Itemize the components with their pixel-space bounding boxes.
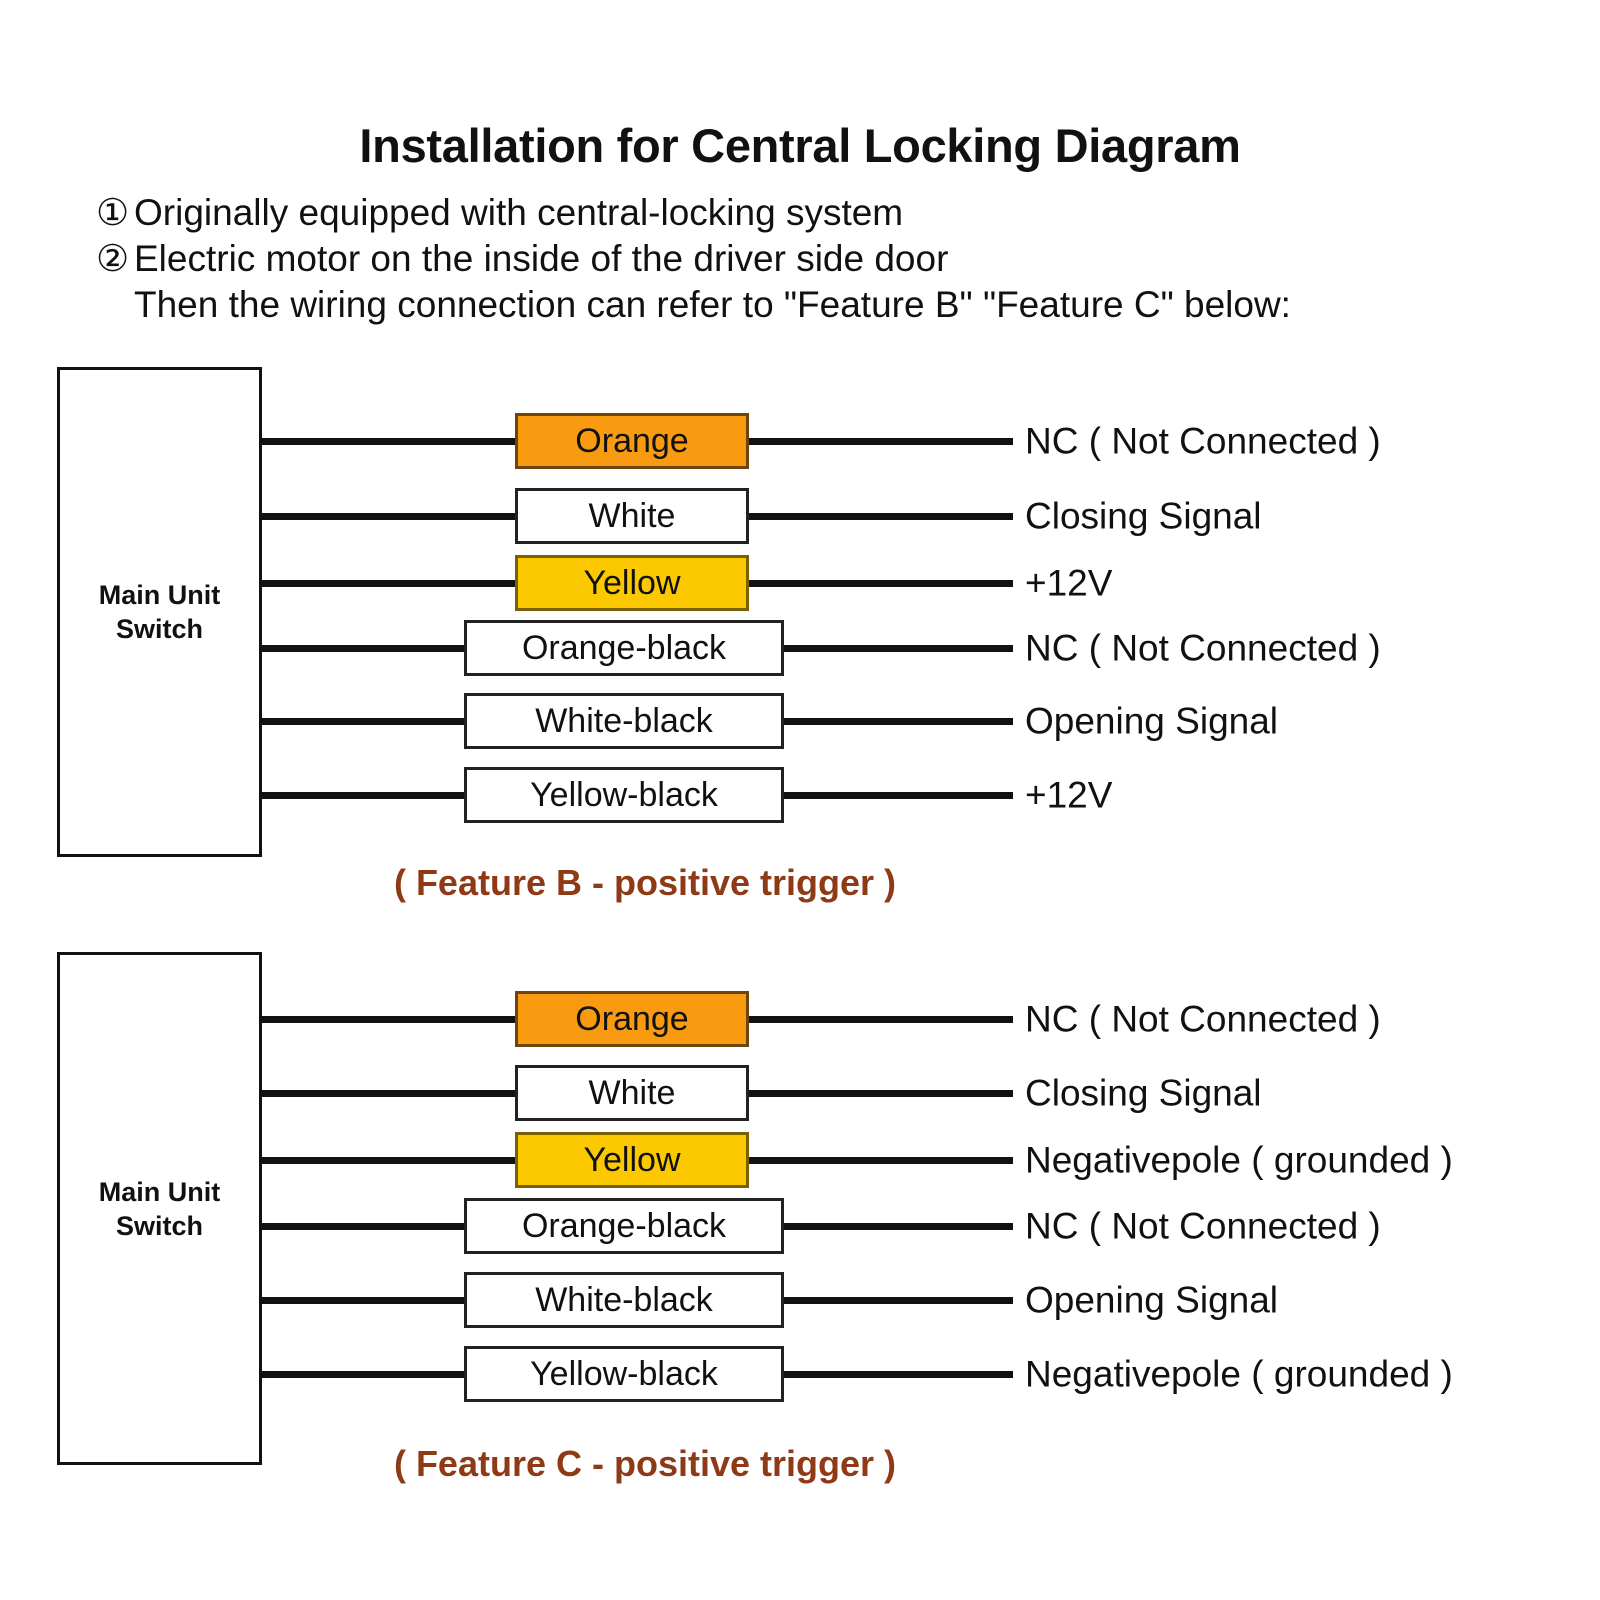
main-unit-switch-box: Main Unit Switch: [57, 952, 262, 1465]
wire-line: [262, 718, 1013, 725]
page-title: Installation for Central Locking Diagram: [359, 119, 1241, 172]
wire-label-chip: White-black: [464, 693, 784, 749]
wire-function-label: NC ( Not Connected ): [1025, 998, 1381, 1040]
wire-label-text: Yellow: [583, 1141, 681, 1179]
intro-text-3: Then the wiring connection can refer to …: [134, 284, 1291, 325]
wire-line: [262, 1223, 1013, 1230]
block-caption: ( Feature B - positive trigger ): [393, 862, 897, 903]
block-caption: ( Feature C - positive trigger ): [393, 1443, 897, 1484]
wire-function-label: NC ( Not Connected ): [1025, 627, 1381, 669]
wire-line: [262, 1090, 1013, 1097]
main-unit-switch-label: Main Unit Switch: [98, 1176, 221, 1241]
wire-function-label: +12V: [1025, 774, 1113, 816]
wire-label-chip: White: [515, 488, 749, 544]
main-unit-switch-label: Main Unit Switch: [98, 580, 221, 644]
intro-line-3: Then the wiring connection can refer to …: [96, 282, 1546, 328]
wire-line: [262, 438, 1013, 445]
wire-function-label: NC ( Not Connected ): [1025, 1205, 1381, 1247]
wire-line: [262, 792, 1013, 799]
wire-function-label: +12V: [1025, 562, 1113, 604]
wire-function-label: Opening Signal: [1025, 700, 1279, 742]
wire-label-text: Orange-black: [521, 1207, 727, 1245]
wire-label-chip: Orange: [515, 991, 749, 1047]
wire-label-chip: Orange-black: [464, 1198, 784, 1254]
wire-line: [262, 580, 1013, 587]
wire-label-text: Orange: [575, 422, 689, 460]
intro-text-2: Electric motor on the inside of the driv…: [134, 238, 949, 279]
wire-label-text: Yellow-black: [530, 1355, 718, 1393]
wire-label-text: Yellow-black: [530, 776, 718, 814]
wire-label-chip: White-black: [464, 1272, 784, 1328]
wire-label-chip: Yellow: [515, 1132, 749, 1188]
intro-marker-1: ①: [96, 192, 130, 233]
wire-line: [262, 1297, 1013, 1304]
wire-label-text: White-black: [535, 1281, 713, 1319]
intro-text-1: Originally equipped with central-locking…: [134, 192, 904, 233]
wire-label-text: White: [588, 497, 676, 535]
wire-function-label: Closing Signal: [1025, 495, 1262, 537]
wire-label-text: White-black: [535, 702, 713, 740]
wire-label-text: White: [588, 1074, 676, 1112]
wire-line: [262, 1157, 1013, 1164]
wire-function-label: Opening Signal: [1025, 1279, 1279, 1321]
wire-label-chip: White: [515, 1065, 749, 1121]
wire-function-label: NC ( Not Connected ): [1025, 420, 1381, 462]
wire-function-label: Negativepole ( grounded ): [1025, 1139, 1453, 1181]
wire-label-chip: Yellow-black: [464, 767, 784, 823]
wire-line: [262, 1371, 1013, 1378]
wire-line: [262, 645, 1013, 652]
wire-label-chip: Yellow: [515, 555, 749, 611]
wire-label-text: Orange: [575, 1000, 689, 1038]
wire-function-label: Closing Signal: [1025, 1072, 1262, 1114]
wire-label-chip: Orange-black: [464, 620, 784, 676]
wire-label-chip: Yellow-black: [464, 1346, 784, 1402]
wire-line: [262, 1016, 1013, 1023]
wire-line: [262, 513, 1013, 520]
wire-label-text: Orange-black: [521, 629, 727, 667]
intro-marker-2: ②: [96, 238, 130, 279]
wire-label-text: Yellow: [583, 564, 681, 602]
main-unit-switch-box: Main Unit Switch: [57, 367, 262, 857]
wire-function-label: Negativepole ( grounded ): [1025, 1353, 1453, 1395]
wire-label-chip: Orange: [515, 413, 749, 469]
